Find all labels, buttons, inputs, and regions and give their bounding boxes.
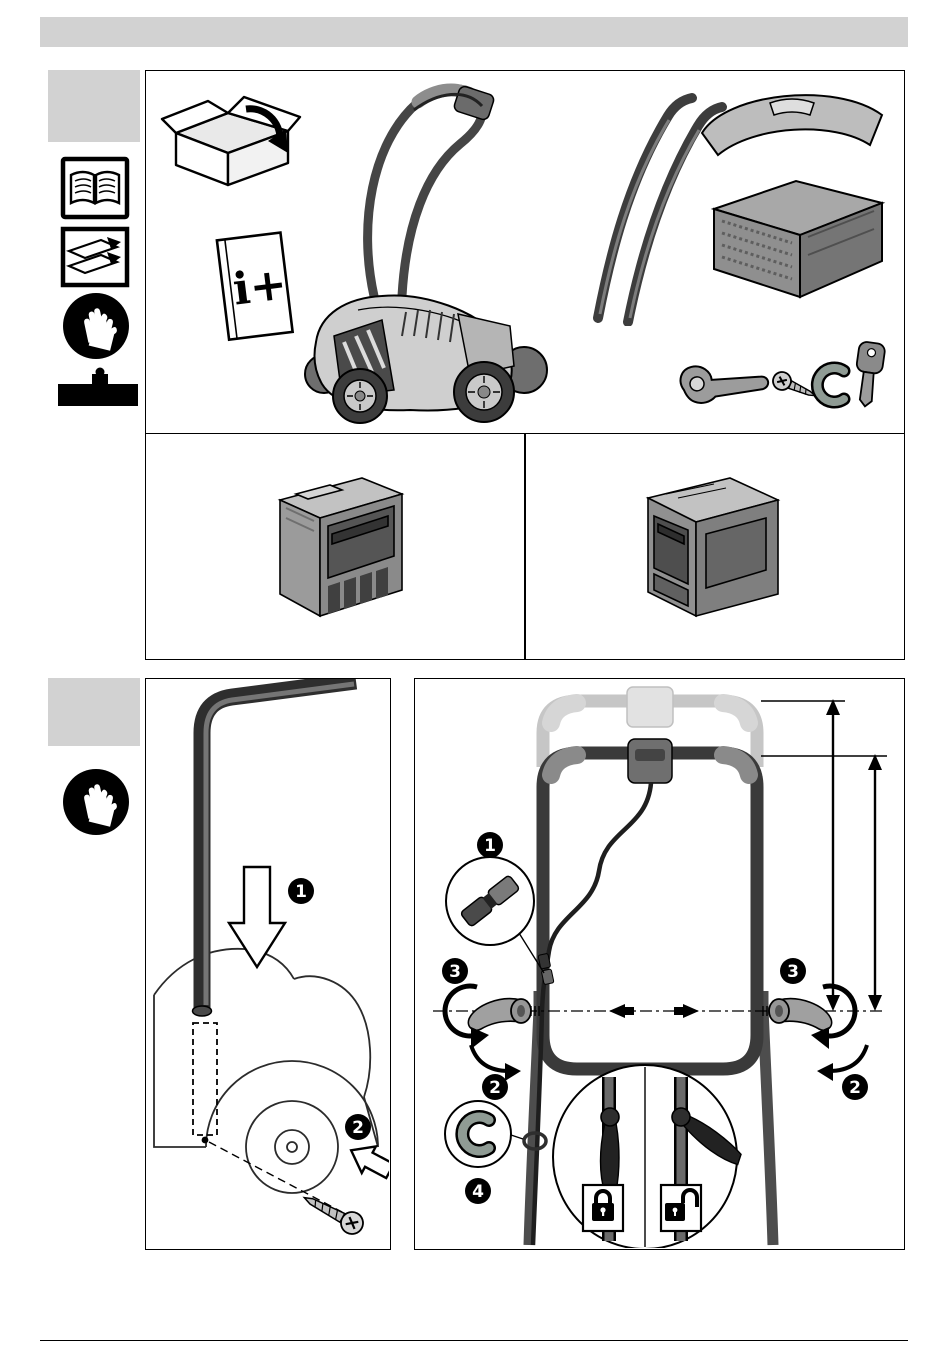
height-arrow-upper <box>761 699 845 1011</box>
step-badge-2: 2 <box>345 1114 371 1140</box>
screw <box>302 1196 364 1235</box>
step-badge-2-right: 2 <box>842 1074 868 1100</box>
instruction-booklet: i+ <box>206 226 306 351</box>
figure-insert-lower-tube: 1 2 <box>145 678 391 1250</box>
cam-lever-right <box>768 998 833 1032</box>
cable-clip-on-tube <box>522 1131 548 1151</box>
step-badge-1: 1 <box>477 832 503 858</box>
footer-rule <box>40 1340 908 1341</box>
handle-ghost-position <box>536 686 764 767</box>
svg-text:3: 3 <box>787 962 799 982</box>
svg-text:4: 4 <box>472 1182 484 1202</box>
height-arrow-lower <box>761 754 887 1011</box>
step-badge-4: 4 <box>465 1178 491 1204</box>
screw <box>772 371 817 397</box>
step-badge-3-right: 3 <box>780 958 806 984</box>
protective-gloves-icon-2 <box>62 768 130 836</box>
step-marker-1 <box>48 70 140 142</box>
figure-attach-upper-handle: 3 2 3 2 <box>414 678 905 1250</box>
battery-pack-b <box>626 466 806 636</box>
svg-text:2: 2 <box>489 1078 501 1098</box>
cable-clip <box>810 361 851 409</box>
lawn-mower <box>298 74 548 429</box>
handlebar-lower-tubes <box>576 86 736 326</box>
unlocked-padlock-icon <box>659 1183 703 1233</box>
insert-direction-arrow <box>226 865 288 970</box>
cam-lever-left <box>467 998 532 1032</box>
lever-open <box>671 1107 742 1166</box>
bolt-left <box>609 1004 634 1018</box>
mower-deck-outline <box>153 947 379 1194</box>
rotate-arrow-right <box>822 983 858 1039</box>
cam-lever <box>679 365 770 404</box>
grass-catcher <box>684 79 899 311</box>
swing-arrow-right <box>828 1044 869 1073</box>
lower-tube <box>191 679 358 1017</box>
battery-pack-a <box>244 464 424 634</box>
step-badge-3-left: 3 <box>442 958 468 984</box>
detail-circle-lock-positions <box>552 1064 742 1248</box>
rotate-arrow-left <box>442 983 478 1039</box>
header-band <box>40 17 908 47</box>
detail-circle-clip <box>444 1100 512 1168</box>
bail-lever <box>413 92 484 112</box>
booklet-label: i+ <box>230 258 289 315</box>
detail-circle-connector <box>445 856 535 946</box>
mower-handle <box>363 84 487 301</box>
cable-connector <box>537 953 555 985</box>
step-badge-2-left: 2 <box>482 1074 508 1100</box>
svg-text:3: 3 <box>449 962 461 982</box>
work-surface-icon <box>56 366 140 408</box>
read-manual-icon <box>60 156 130 220</box>
rear-wheel <box>453 361 515 423</box>
detail-leader-1 <box>518 932 545 974</box>
protective-gloves-icon <box>62 292 130 360</box>
figure-battery-option-b <box>525 433 905 660</box>
upper-handle <box>536 738 764 1076</box>
rear-flap <box>457 313 515 377</box>
bolt-right <box>674 1004 699 1018</box>
step-badge-1: 1 <box>288 878 314 904</box>
switch-cable <box>530 782 654 1246</box>
figure-battery-option-a <box>145 433 525 660</box>
carton-box <box>158 81 310 189</box>
remove-packaging-icon <box>60 226 130 288</box>
svg-text:1: 1 <box>295 882 307 902</box>
small-parts <box>664 323 899 428</box>
switch-console <box>453 85 495 121</box>
swing-arrow-left <box>469 1044 510 1073</box>
isolator-key <box>855 341 886 408</box>
figure-unpacking-panel: i+ <box>145 70 905 435</box>
svg-text:2: 2 <box>849 1078 861 1098</box>
locked-padlock-icon <box>581 1183 625 1233</box>
step-marker-2 <box>48 678 140 746</box>
svg-text:2: 2 <box>352 1118 364 1138</box>
screw-direction-arrow <box>349 1144 389 1180</box>
lower-tube-right <box>757 991 779 1246</box>
front-wheel <box>332 368 388 424</box>
grass-catcher-lid <box>700 94 884 157</box>
tube-socket-dashed <box>192 1022 218 1136</box>
lever-closed <box>599 1107 620 1194</box>
grass-catcher-box <box>710 179 886 299</box>
detail-leader-4 <box>510 1134 524 1140</box>
svg-text:1: 1 <box>484 836 496 856</box>
